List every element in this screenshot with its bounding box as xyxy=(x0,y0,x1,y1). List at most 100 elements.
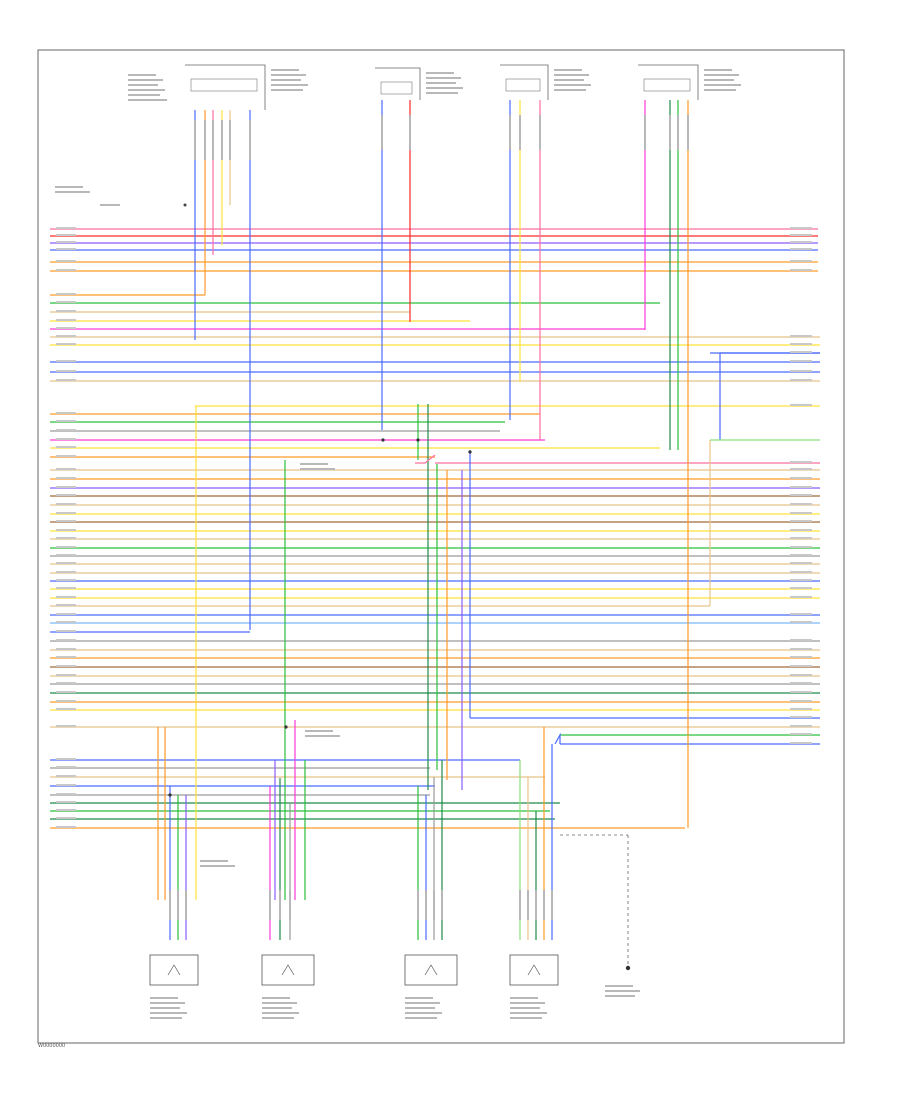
wire-end-label xyxy=(56,826,76,828)
splice-5 xyxy=(168,793,172,797)
wire-end-label xyxy=(790,579,812,581)
connector-label xyxy=(554,89,586,91)
wire-end-label xyxy=(56,529,76,531)
pin-label xyxy=(669,115,671,150)
top-connector-2-connector-icon xyxy=(375,67,421,100)
connector-label xyxy=(554,74,589,76)
connector-label xyxy=(704,74,739,76)
wire-end-label xyxy=(56,656,76,658)
wire-end-label xyxy=(790,674,812,676)
pin-label xyxy=(441,890,443,920)
wire-end-label xyxy=(790,613,812,615)
pin-label xyxy=(527,890,529,920)
wire-end-label xyxy=(790,351,812,353)
wire-end-label xyxy=(56,520,76,522)
wire-end-label xyxy=(56,293,76,295)
wire-end-label xyxy=(790,503,812,505)
module-label xyxy=(262,997,290,999)
pin-label xyxy=(409,115,411,150)
wire-end-label xyxy=(790,248,812,250)
wire-end-label xyxy=(790,571,812,573)
wire-end-label xyxy=(790,486,812,488)
splice-label xyxy=(300,463,328,465)
wire-end-label xyxy=(790,477,812,479)
pin-label xyxy=(177,890,179,920)
wire-end-label xyxy=(790,682,812,684)
wire-end-label xyxy=(790,360,812,362)
wire-end-label xyxy=(790,596,812,598)
splice-4 xyxy=(284,725,288,729)
pin-label xyxy=(543,890,545,920)
connector-label xyxy=(426,92,458,94)
splice-1 xyxy=(381,438,385,442)
pin-label xyxy=(509,115,511,150)
wire-end-label xyxy=(790,520,812,522)
wire-end-label xyxy=(56,596,76,598)
wire-end-label xyxy=(790,700,812,702)
module-label xyxy=(262,1012,299,1014)
wire-end-label xyxy=(56,241,76,243)
module-label xyxy=(405,1017,437,1019)
pin-label xyxy=(551,890,553,920)
wire-end-label xyxy=(790,494,812,496)
wire-end-label xyxy=(56,420,76,422)
bottom-module-1-sensor-module-icon xyxy=(149,954,199,986)
wire-end-label xyxy=(56,639,76,641)
wire-layer xyxy=(50,100,820,940)
pin-label xyxy=(221,120,223,160)
wire-end-label xyxy=(56,546,76,548)
connector-label xyxy=(704,69,732,71)
bottom-module-2-sensor-module-icon xyxy=(261,954,315,986)
jog-wire-1 xyxy=(554,732,561,745)
wire-end-label xyxy=(790,639,812,641)
module-label xyxy=(150,1012,187,1014)
wire-end-label xyxy=(56,248,76,250)
splice-label xyxy=(305,730,333,732)
wire-end-label xyxy=(56,604,76,606)
wire-end-label xyxy=(790,648,812,650)
wire-end-label xyxy=(56,477,76,479)
module-label xyxy=(262,1007,292,1009)
connector-label xyxy=(271,74,306,76)
wire-end-label xyxy=(56,571,76,573)
wire-end-label xyxy=(56,412,76,414)
sensor-icon xyxy=(167,964,181,976)
pin-label xyxy=(677,115,679,150)
wire-end-label xyxy=(56,630,76,632)
wire-end-label xyxy=(790,537,812,539)
top-connector-4-connector-icon xyxy=(638,64,699,100)
ground-label xyxy=(605,990,640,992)
pin-label xyxy=(687,115,689,150)
wire-end-label xyxy=(790,733,812,735)
sensor-icon xyxy=(424,964,438,976)
wire-end-label xyxy=(790,725,812,727)
connector-label xyxy=(426,77,461,79)
connector-label xyxy=(271,84,308,86)
wire-end-label xyxy=(790,260,812,262)
pin-label xyxy=(433,890,435,920)
bottom-module-4-sensor-module-icon xyxy=(509,954,559,986)
splice-3 xyxy=(468,450,472,454)
splice-label xyxy=(200,860,228,862)
connector-label xyxy=(426,72,454,74)
wire-end-label xyxy=(56,379,76,381)
wire-end-label xyxy=(790,335,812,337)
module-label-left xyxy=(128,94,160,96)
wire-end-label xyxy=(56,725,76,727)
wire-end-label xyxy=(790,234,812,236)
wire-end-label xyxy=(790,716,812,718)
splice-icon xyxy=(183,203,187,207)
wire-end-label xyxy=(56,446,76,448)
wire-end-label xyxy=(56,335,76,337)
pin-label xyxy=(185,890,187,920)
splice-label xyxy=(300,468,335,470)
wire-end-label xyxy=(56,468,76,470)
pin-label xyxy=(194,120,196,160)
connector-pins xyxy=(505,78,541,92)
wire-end-label xyxy=(56,665,76,667)
module-label xyxy=(510,1007,540,1009)
pin-label xyxy=(169,890,171,920)
sensor-icon xyxy=(527,964,541,976)
top-connector-1-connector-icon xyxy=(185,64,266,110)
